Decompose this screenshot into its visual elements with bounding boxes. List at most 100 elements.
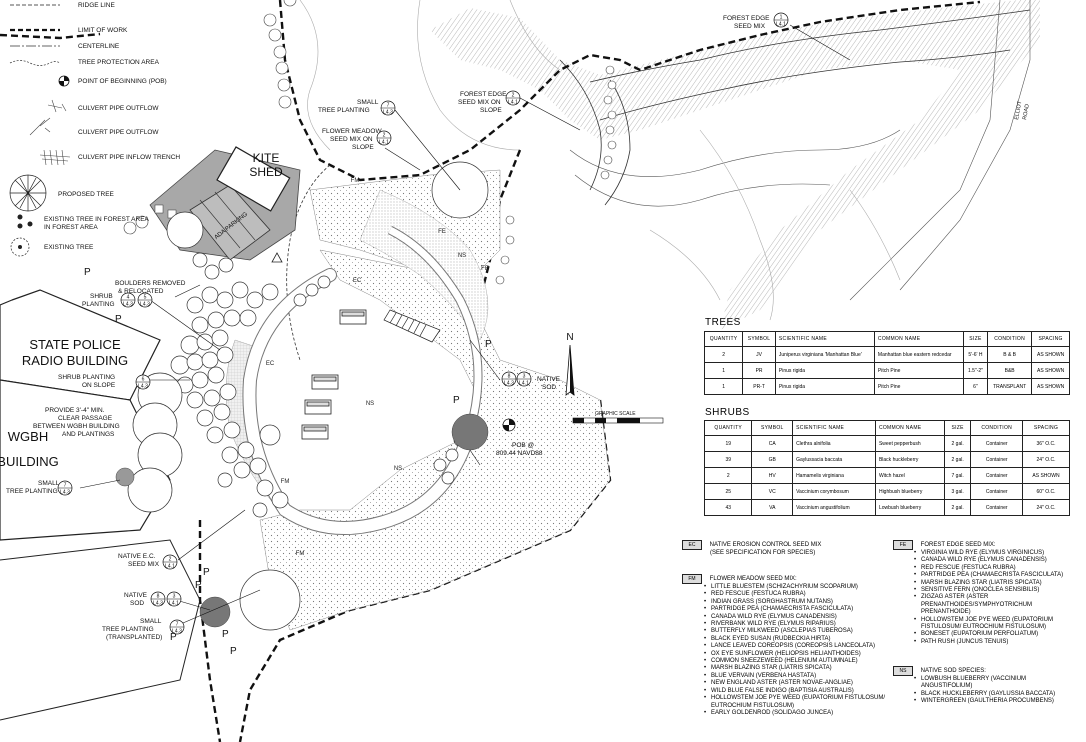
svg-text:5: 5 [144,295,147,301]
callout-label: SMALL [38,480,60,487]
wgbh-label-1: WGBH [8,429,48,444]
table-cell: VC [751,483,794,500]
table-header-cell: SYMBOL [751,420,794,436]
legend-label: POINT OF BEGINNING (POB) [78,78,167,85]
zone-label: EC [353,278,362,284]
callout-label: POB @ [512,442,535,449]
species-list-item: PARTRIDGE PEA (CHAMAECRISTA FASCICULATA) [914,572,1078,580]
callout-label: AND PLANTINGS [62,431,115,438]
fe-seed-mix-note: FE FOREST EDGE SEED MIX: VIRGINIA WILD R… [893,540,1078,647]
zone-labels: FM EC FE NS FE NS NS FM EC FM [266,178,489,557]
svg-text:L4.1: L4.1 [776,22,786,28]
svg-text:L4.3: L4.3 [123,302,133,308]
svg-text:2: 2 [512,93,515,99]
legend-label: TREE PROTECTION AREA [78,59,160,66]
legend-label: PROPOSED TREE [58,191,115,198]
table-cell: B&B [987,362,1033,379]
table-cell: Vaccinium corymbosum [792,483,876,500]
legend-label: CULVERT PIPE INFLOW TRENCH [78,154,180,161]
callout-label: SMALL [140,618,162,625]
point-of-beginning-icon [58,75,70,87]
legend-label: CULVERT PIPE OUTFLOW [78,129,159,136]
table-cell: 24" O.C. [1022,499,1070,516]
table-cell: JV [742,346,776,363]
ec-line-1: NATIVE EROSION CONTROL SEED MIX [709,542,822,548]
building-outline-lower [0,539,201,721]
table-header-cell: SYMBOL [742,331,776,347]
callout-label: BOULDERS REMOVED [115,280,186,287]
svg-text:6: 6 [142,377,145,383]
callout-label: SEED MIX [734,23,766,30]
svg-text:L4.3: L4.3 [172,629,182,635]
detail-tag: 3 L4.1 [516,371,532,387]
table-cell: Witch hazel [874,467,945,484]
callout-label: SEED MIX [128,561,160,568]
svg-text:L4.1: L4.1 [165,564,175,570]
species-list-item: CANADA WILD RYE (ELYMUS CANADENSIS) [704,614,887,622]
trees-table-title: TREES [705,317,741,328]
table-cell: B & B [987,346,1033,363]
parking-marks: P P P P P P P P P [84,267,492,657]
table-cell: Pinus rigida [774,362,875,379]
benches [301,309,367,440]
species-list-item: VIRGINIA WILD RYE (ELYMUS VIRGINICUS) [914,550,1078,558]
species-list-item: WILD BLUE FALSE INDIGO (BAPTISIA AUSTRAL… [704,688,887,696]
callout-label: SOD [542,384,556,391]
legend: RIDGE LINE LIMIT OF WORK CENTERLINE TREE… [9,2,180,257]
fe-key-swatch: FE [893,540,913,550]
table-header-cell: SIZE [943,420,972,436]
callout-label: 809.44 NAVD88 [496,450,543,457]
table-cell: Manhattan blue eastern redcedar [873,346,964,363]
legend-label: EXISTING TREE IN FOREST AREA [44,216,150,223]
svg-text:L4.1: L4.1 [169,601,179,607]
table-cell: Container [970,483,1024,500]
road-corridor [430,0,1040,330]
callout-label: BETWEEN WGBH BUILDING [33,423,120,430]
table-cell: Pitch Pine [873,362,964,379]
table-header-cell: COMMON NAME [873,331,964,347]
north-label: N [566,332,573,343]
table-header-cell: COMMON NAME [874,420,945,436]
svg-text:2: 2 [383,133,386,139]
svg-text:L4.3: L4.3 [383,110,393,116]
detail-tag: 2 L4.1 [162,554,178,570]
contour-lines [299,0,901,321]
svg-text:3: 3 [173,594,176,600]
callout-label: FLOWER MEADOW [322,128,382,135]
table-cell: Pitch Pine [873,378,964,395]
callout-label: PROVIDE 3'-4" MIN. [45,407,105,414]
callout-label: CLEAR PASSAGE [58,415,113,422]
ec-key-swatch: EC [682,540,702,550]
leader-lines [79,24,851,627]
boulder-edge-left [123,0,297,235]
detail-tag: 2 L4.1 [376,130,392,146]
fm-header: FLOWER MEADOW SEED MIX: [709,576,797,582]
species-list-item: BLACK HUCKLEBERRY (GAYLUSSIA BACCATA) [914,691,1078,699]
callout-label: SHRUB PLANTING [58,374,115,381]
callout-label: TREE PLANTING [6,488,58,495]
table-cell: Vaccinium angustifolium [792,499,876,516]
table-cell: 60" O.C. [1022,483,1070,500]
table-cell: CA [751,435,794,452]
table-cell: 19 [703,435,753,452]
fe-header: FOREST EDGE SEED MIX: [920,542,996,548]
detail-tag: 1 L4.1 [773,12,789,28]
legend-label-2: IN FOREST AREA [44,224,98,231]
table-cell: 36" O.C. [1022,435,1070,452]
parking-mark: P [203,567,210,578]
table-cell: Gaylussacia baccata [792,451,876,468]
species-list-item: NEW ENGLAND ASTER (ASTER NOVAE-ANGLIAE) [704,680,887,688]
table-cell: 5'-6' H [962,346,989,363]
parking-mark: P [453,395,460,406]
table-cell: 43 [703,499,753,516]
fm-seed-mix-note: FM FLOWER MEADOW SEED MIX: LITTLE BLUEST… [682,574,887,718]
species-list-item: OX EYE SUNFLOWER (HELIOPSIS HELIANTHOIDE… [704,651,887,659]
kite-shed: KITE SHED [216,146,291,212]
species-list-item: MARSH BLAZING STAR (LIATRIS SPICATA) [914,580,1078,588]
